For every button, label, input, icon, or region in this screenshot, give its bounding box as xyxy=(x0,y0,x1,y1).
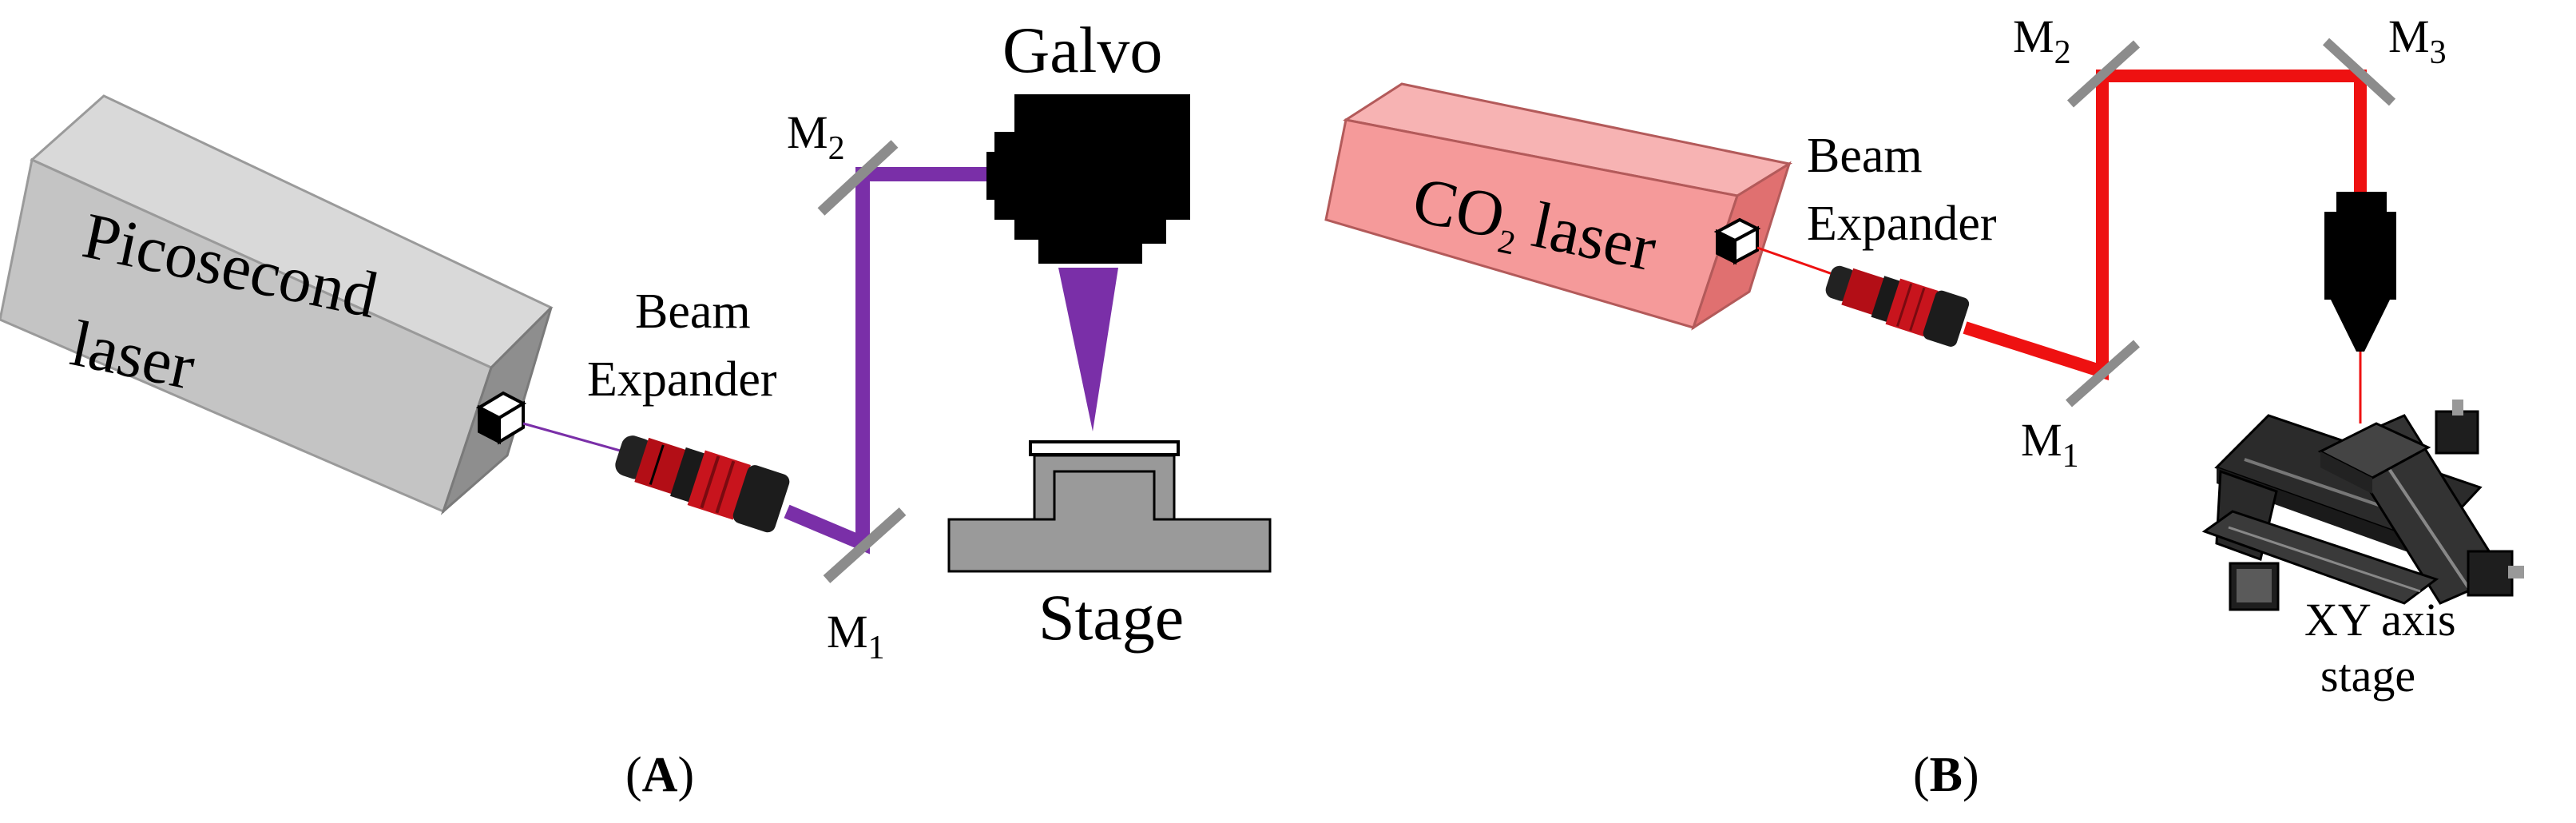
mirror-a-m2-label: M2 xyxy=(787,106,845,167)
beam-a-laser-to-expander xyxy=(522,422,624,453)
mirror-b-m3-sub: 3 xyxy=(2430,34,2447,71)
stage-label: Stage xyxy=(1038,581,1184,654)
focusing-objective xyxy=(2324,192,2396,352)
picosecond-laser: Picosecond laser xyxy=(0,94,554,515)
galvo-scanner xyxy=(986,94,1190,264)
xy-stage-label-line2: stage xyxy=(2320,650,2415,702)
beam-b-main xyxy=(1963,70,2367,380)
beam-a-main xyxy=(784,167,1005,555)
mirror-b-m3 xyxy=(2322,38,2396,106)
mirror-a-m1-sub: 1 xyxy=(868,630,885,666)
mirror-a-m1-base: M xyxy=(827,606,868,658)
beam-a-focus-cone xyxy=(1058,268,1118,431)
mirror-a-m1 xyxy=(823,507,907,583)
galvo-label: Galvo xyxy=(1002,14,1162,86)
sample-stage xyxy=(947,440,1272,573)
mirror-b-m2-label: M2 xyxy=(2013,10,2071,71)
caption-b-open: ( xyxy=(1913,748,1930,802)
beam-b-laser-to-expander xyxy=(1756,246,1838,277)
mirror-a-m2-base: M xyxy=(787,106,828,158)
mirror-a-m2-sub: 2 xyxy=(828,130,845,167)
co2-output-port xyxy=(1713,217,1761,265)
caption-b-close: ) xyxy=(1963,748,1979,802)
expander-b-label-line1: Beam xyxy=(1807,129,1923,183)
caption-b: (B) xyxy=(1913,748,1979,802)
mirror-b-m1-label: M1 xyxy=(2021,414,2079,475)
caption-a: (A) xyxy=(625,748,694,802)
xy-axis-stage xyxy=(2201,400,2524,611)
expander-a-label-line2: Expander xyxy=(587,352,777,407)
xy-stage-label-line1: XY axis xyxy=(2304,594,2456,646)
mirror-b-m2-sub: 2 xyxy=(2054,34,2071,71)
caption-b-letter: B xyxy=(1930,748,1963,802)
mirror-b-m2-base: M xyxy=(2013,10,2054,62)
mirror-b-m2 xyxy=(2066,40,2141,108)
beam-expander-b xyxy=(1825,265,1970,347)
expander-a-label-line1: Beam xyxy=(635,284,751,339)
caption-a-open: ( xyxy=(625,748,642,802)
mirror-b-m1 xyxy=(2066,340,2140,408)
laser-output-port xyxy=(475,391,527,445)
caption-a-close: ) xyxy=(677,748,694,802)
mirror-a-m2 xyxy=(817,140,899,216)
mirror-b-m3-base: M xyxy=(2388,10,2430,62)
mirror-b-m3-label: M3 xyxy=(2388,10,2447,71)
caption-a-letter: A xyxy=(642,748,678,802)
mirror-b-m1-sub: 1 xyxy=(2062,438,2079,475)
mirror-b-m1-base: M xyxy=(2021,414,2062,466)
beam-expander-a xyxy=(615,435,790,533)
panel-a: Picosecond laser Beam Expander xyxy=(0,14,1272,802)
mirror-a-m1-label: M1 xyxy=(827,606,885,666)
expander-b-label-line2: Expander xyxy=(1807,197,1997,251)
